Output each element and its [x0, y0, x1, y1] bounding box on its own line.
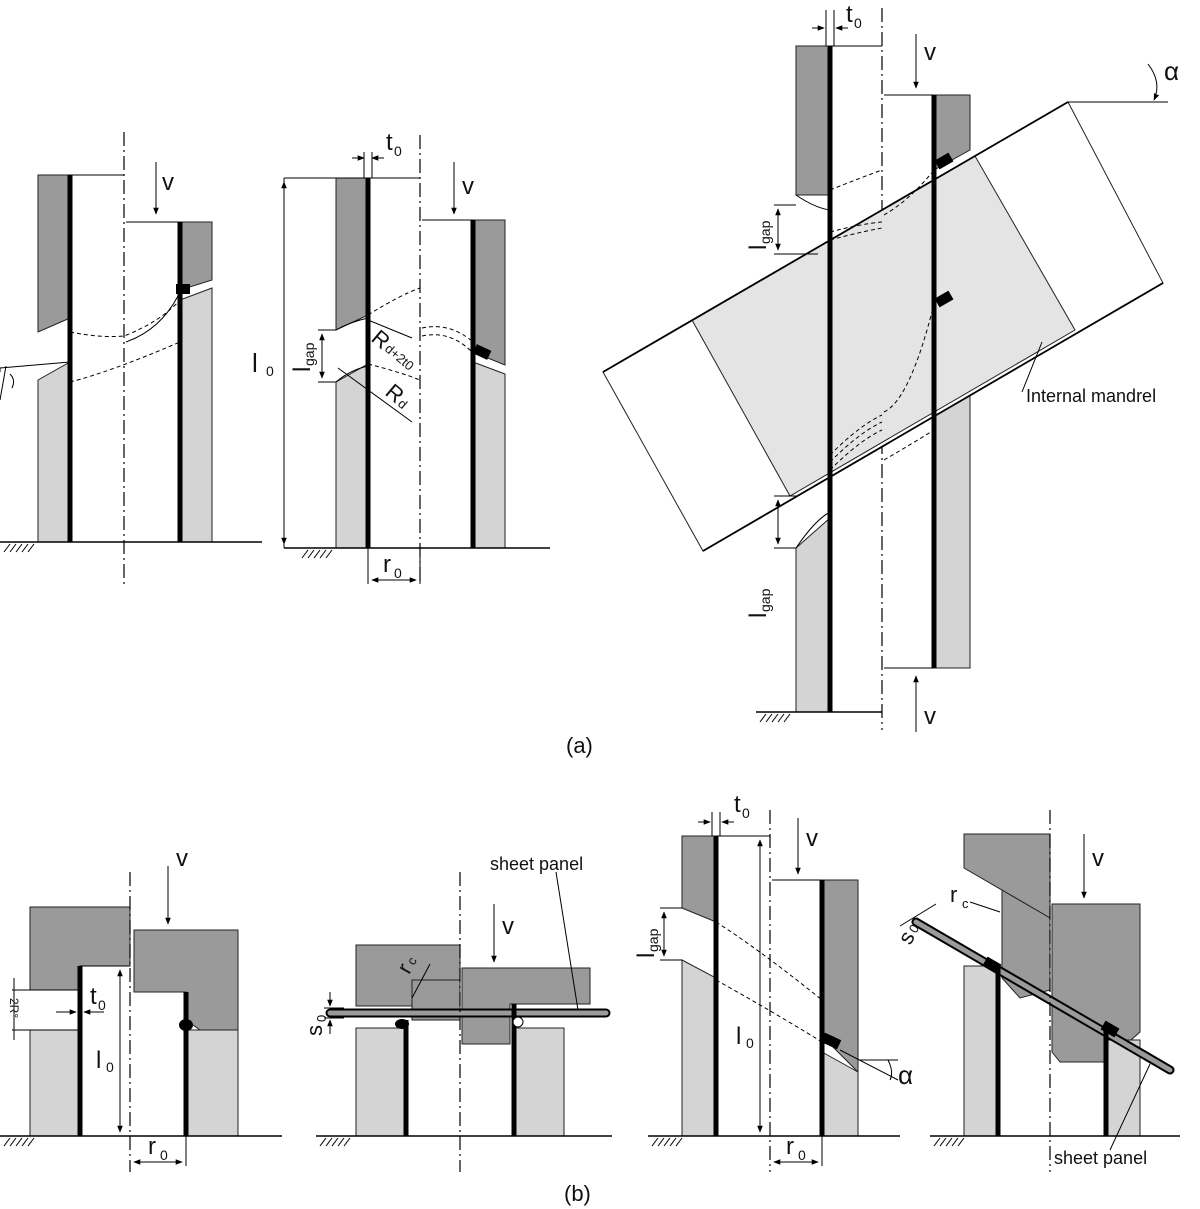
weld-bead-bottom — [934, 290, 954, 308]
lower-punch — [1051, 903, 1141, 1063]
sheet-thickness-sub: 0 — [314, 1015, 329, 1022]
corner-radius-sub: c — [962, 896, 969, 911]
gap-sub-bottom: gap — [757, 588, 773, 612]
upper-die-right — [472, 219, 506, 366]
diagram-b3: l gap t 0 l 0 α r 0 v — [633, 791, 913, 1172]
weld-bead-left — [395, 1019, 409, 1029]
caption-a: (a) — [566, 733, 593, 758]
thickness-label: t — [734, 791, 741, 818]
length-sub: 0 — [746, 1035, 754, 1051]
diagram-a1: v — [0, 132, 262, 585]
lower-die-left — [795, 516, 831, 713]
diagram-a2: l 0 t 0 l gap R d+2t0 R d r 0 v — [252, 129, 550, 585]
lower-die-right — [185, 1029, 239, 1137]
corner-radius-label: r — [950, 882, 957, 907]
lower-die-left — [681, 959, 717, 1137]
lower-die-left — [335, 363, 369, 549]
weld-bead-left — [982, 956, 1002, 974]
thickness-sub: 0 — [854, 15, 862, 31]
velocity-label: v — [1092, 845, 1104, 872]
caption-b: (b) — [564, 1181, 591, 1206]
upper-die-right — [179, 221, 213, 291]
gap-sub: gap — [301, 342, 317, 366]
thickness-sub: 0 — [98, 997, 106, 1013]
radius-label: r — [148, 1133, 156, 1160]
weld-bead — [176, 284, 190, 294]
length-label: l — [736, 1023, 741, 1050]
thickness-label: t — [846, 1, 853, 28]
length-sub: 0 — [266, 363, 274, 379]
angle-label: α — [1164, 56, 1179, 86]
thickness-label: t — [386, 129, 393, 156]
diagram-a3: l gap l gap t 0 α Internal mandrel v v — [602, 1, 1179, 732]
radius-sub: 0 — [798, 1147, 806, 1163]
internal-mandrel-label: Internal mandrel — [1026, 386, 1156, 406]
sheet-panel-label: sheet panel — [1054, 1148, 1147, 1168]
velocity-label-bottom: v — [924, 703, 936, 730]
lower-die-right — [472, 361, 506, 549]
length-label: l — [252, 348, 258, 378]
radius-sub: 0 — [160, 1147, 168, 1163]
lower-die-left — [355, 1027, 407, 1137]
length-label: l — [96, 1047, 101, 1074]
gap-sub: gap — [645, 928, 661, 952]
sheet-panel-label: sheet panel — [490, 854, 583, 874]
upper-die-left — [795, 45, 831, 196]
diagram-b2: r c s 0 sheet panel v — [302, 854, 612, 1172]
weld-bead-right — [1100, 1020, 1120, 1038]
upper-die-left — [335, 177, 369, 331]
sheet-thickness-label: s — [302, 1025, 327, 1036]
radius-label: r — [786, 1133, 794, 1160]
lower-die-right — [179, 287, 213, 543]
lower-die-left — [37, 361, 71, 543]
gap-label: l — [633, 953, 660, 958]
lower-die-right — [513, 1027, 565, 1137]
radius-label: r — [383, 551, 391, 578]
gap-sub-top: gap — [757, 220, 773, 244]
velocity-label: v — [462, 173, 474, 200]
weld-bead — [820, 1032, 842, 1050]
diagram-b4: r c s 0 sheet panel v — [893, 810, 1180, 1172]
lower-die-left — [963, 965, 999, 1137]
radius-sub: 0 — [394, 565, 402, 581]
weld-bead-top — [934, 152, 954, 170]
velocity-label: v — [176, 845, 188, 872]
lower-die-left — [29, 1029, 81, 1137]
thickness-label: t — [90, 983, 97, 1010]
velocity-label-top: v — [924, 39, 936, 66]
gap-label-top: l — [745, 245, 772, 250]
angle-label: α — [898, 1060, 913, 1090]
upper-die-left — [681, 835, 717, 923]
gap-label-bottom: l — [745, 613, 772, 618]
lower-punch — [461, 967, 591, 1045]
upper-die-left — [37, 174, 71, 333]
weld-bead — [179, 1019, 193, 1031]
weld-bead — [472, 344, 492, 360]
length-sub: 0 — [106, 1059, 114, 1075]
thickness-sub: 0 — [394, 143, 402, 159]
weld-bead-right — [512, 1016, 524, 1028]
die-radius-outer-sub: d+2t0 — [382, 341, 417, 374]
thickness-sub: 0 — [742, 805, 750, 821]
velocity-label: v — [162, 169, 174, 196]
velocity-label: v — [502, 913, 514, 940]
velocity-label: v — [806, 825, 818, 852]
diagram-b1: 2R° t 0 l 0 r 0 v — [0, 845, 282, 1172]
gap-label: l — [289, 367, 316, 372]
svg-text:2R°: 2R° — [7, 998, 21, 1018]
